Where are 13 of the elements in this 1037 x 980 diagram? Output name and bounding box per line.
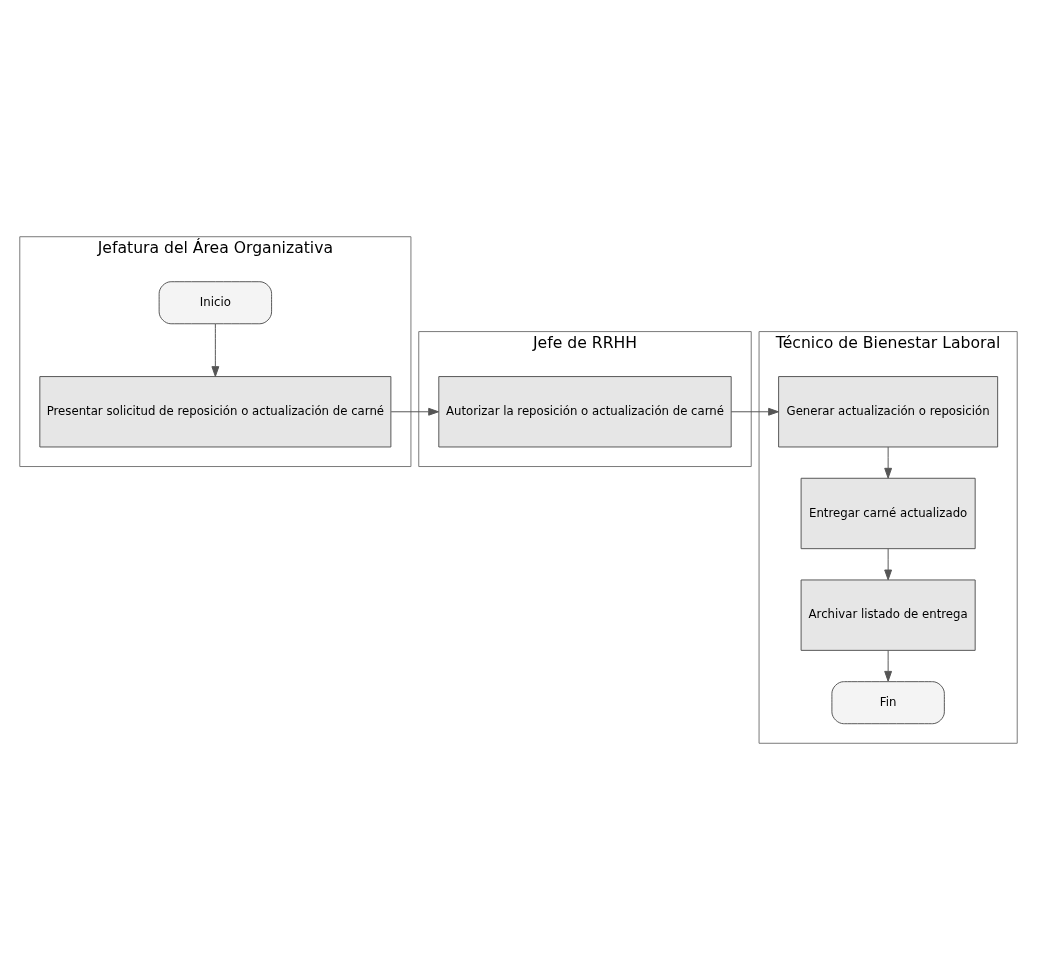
- node-box: Generar actualización o reposición: [778, 376, 999, 448]
- node-box: Entregar carné actualizado: [800, 477, 976, 550]
- arrow: [884, 649, 893, 682]
- arrow: [730, 407, 779, 416]
- node-box: Fin: [831, 681, 945, 725]
- node-box: Presentar solicitud de reposición o actualización de carné: [39, 376, 392, 448]
- node-box: Autorizar la reposición o actualización de carné: [438, 376, 732, 448]
- node-box: Archivar listado de entrega: [800, 579, 976, 651]
- node-box: Inicio: [158, 281, 273, 325]
- arrow: [884, 548, 893, 581]
- arrow: [390, 407, 439, 416]
- arrow: [211, 323, 220, 377]
- arrow: [884, 446, 893, 479]
